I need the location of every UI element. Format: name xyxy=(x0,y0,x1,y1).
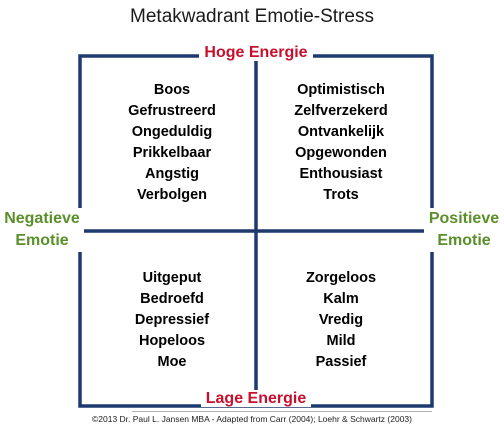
quadrant-item: Ontvankelijk xyxy=(297,124,385,140)
positive-emotion-line2: Emotie xyxy=(437,232,491,249)
quadrant-item: Zelfverzekerd xyxy=(294,103,388,119)
diagram-title: Metakwadrant Emotie-Stress xyxy=(130,6,374,27)
negative-emotion-line1: Negatieve xyxy=(4,210,80,227)
positive-emotion-label: Positieve Emotie xyxy=(424,208,504,252)
quadrant-top-left: Boos Gefrustreerd Ongeduldig Prikkelbaar… xyxy=(87,80,257,206)
quadrant-item: Uitgeput xyxy=(142,270,202,286)
quadrant-item: Opgewonden xyxy=(295,145,387,161)
quadrant-item: Passief xyxy=(315,354,367,370)
copyright-footer: ©2013 Dr. Paul L. Jansen MBA - Adapted f… xyxy=(92,414,412,424)
positive-emotion-line1: Positieve xyxy=(428,210,500,227)
quadrant-item: Gefrustreerd xyxy=(128,103,216,119)
quadrant-item: Moe xyxy=(157,354,187,370)
high-energy-text: Hoge Energie xyxy=(199,44,313,61)
negative-emotion-label: Negatieve Emotie xyxy=(0,208,84,252)
quadrant-item: Bedroefd xyxy=(140,291,204,307)
quadrant-item: Enthousiast xyxy=(299,166,383,182)
quadrant-item: Verbolgen xyxy=(136,187,208,203)
quadrant-top-right: Optimistisch Zelfverzekerd Ontvankelijk … xyxy=(256,80,426,206)
quadrant-item: Mild xyxy=(326,333,356,349)
quadrant-item: Prikkelbaar xyxy=(132,145,212,161)
negative-emotion-line2: Emotie xyxy=(15,232,69,249)
footer-divider xyxy=(132,411,432,412)
low-energy-label: Lage Energie xyxy=(0,390,504,408)
quadrant-bottom-right: Zorgeloos Kalm Vredig Mild Passief xyxy=(256,268,426,373)
high-energy-label: Hoge Energie xyxy=(0,44,504,62)
quadrant-item: Trots xyxy=(323,187,359,203)
quadrant-bottom-left: Uitgeput Bedroefd Depressief Hopeloos Mo… xyxy=(87,268,257,373)
quadrant-item: Optimistisch xyxy=(297,82,385,98)
quadrant-item: Depressief xyxy=(134,312,210,328)
quadrant-item: Boos xyxy=(153,82,191,98)
quadrant-item: Angstig xyxy=(145,166,199,182)
low-energy-text: Lage Energie xyxy=(200,390,312,407)
quadrant-item: Zorgeloos xyxy=(305,270,377,286)
quadrant-item: Ongeduldig xyxy=(131,124,213,140)
quadrant-item: Hopeloos xyxy=(138,333,206,349)
quadrant-item: Kalm xyxy=(323,291,359,307)
quadrant-item: Vredig xyxy=(318,312,364,328)
